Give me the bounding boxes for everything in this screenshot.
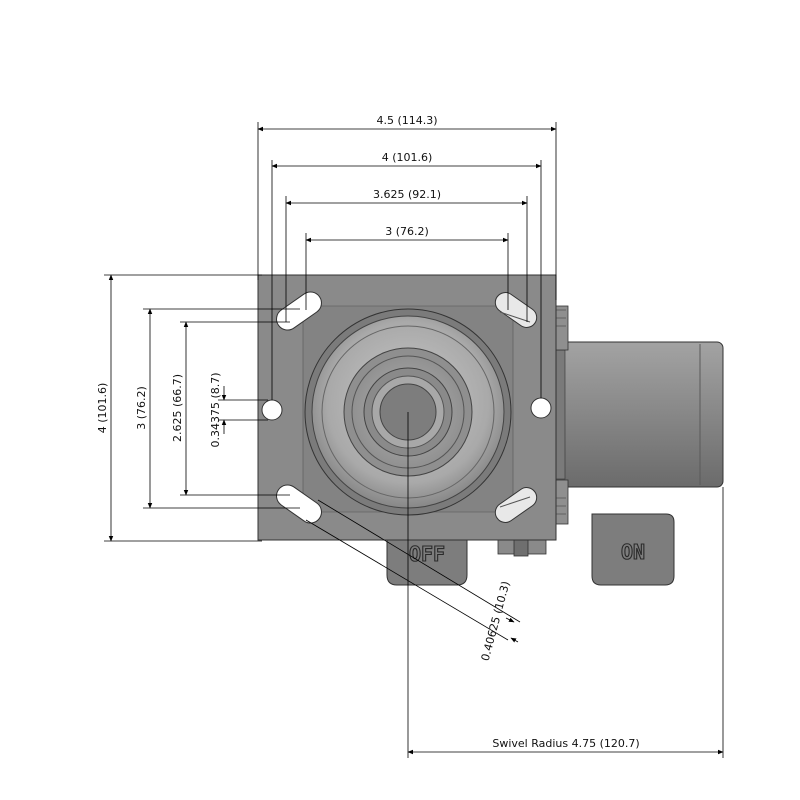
slot-top-right (494, 292, 538, 328)
hole-right (530, 397, 552, 419)
hole-left (261, 399, 283, 421)
dim-bolt-width-min: 3 (76.2) (385, 225, 429, 238)
dim-hole-diameter: 0.34375 (8.7) (209, 372, 222, 447)
slot-bottom-left (276, 484, 322, 524)
dim-bolt-width-outer: 4 (101.6) (382, 151, 433, 164)
wheel (552, 341, 724, 488)
slot-bottom-right (494, 487, 538, 523)
slot-top-left (276, 291, 322, 331)
mounting-holes (261, 397, 552, 421)
dim-swivel-radius: Swivel Radius 4.75 (120.7) (492, 737, 639, 750)
dim-bolt-height-inner: 2.625 (66.7) (171, 374, 184, 442)
dim-bolt-height-outer: 3 (76.2) (135, 386, 148, 430)
brake-off-label: OFF (409, 542, 445, 566)
dim-plate-height: 4 (101.6) (96, 383, 109, 434)
dim-overall-width: 4.5 (114.3) (376, 114, 437, 127)
brake-pedal-off: OFF (386, 534, 468, 586)
dimension-lines (104, 122, 724, 758)
caster-body: OFF ON (257, 274, 724, 586)
brake-pedal-on: ON (591, 513, 675, 586)
dim-bolt-width-inner: 3.625 (92.1) (373, 188, 441, 201)
brake-on-label: ON (621, 540, 645, 564)
mounting-slots (276, 291, 538, 524)
brake-bracket (497, 539, 547, 557)
dim-slot-width: 0.40625 (10.3) (479, 580, 513, 663)
